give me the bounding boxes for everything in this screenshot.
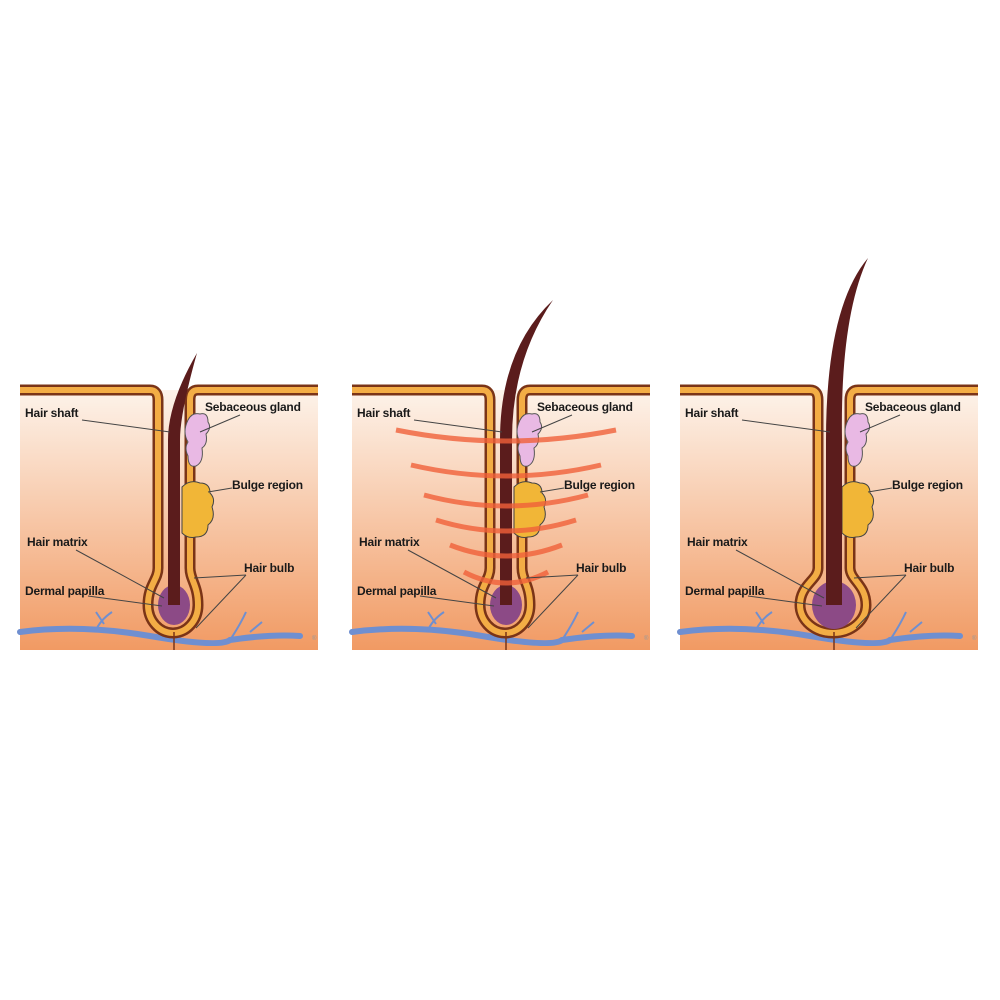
capillary	[94, 611, 263, 641]
leader-line	[407, 414, 579, 629]
label-bulge-region: Bulge region	[564, 478, 635, 492]
panel-2: ®	[349, 300, 650, 650]
label-hair-matrix: Hair matrix	[27, 535, 88, 549]
label-hair-shaft: Hair shaft	[25, 406, 79, 420]
blood-vessel	[17, 625, 303, 647]
registered-mark: ®	[972, 635, 977, 642]
heat-wave-5	[449, 542, 563, 559]
heat-wave-6	[462, 569, 550, 586]
leader-line	[735, 414, 907, 629]
heat-wave-2	[410, 462, 602, 479]
label-hair-bulb: Hair bulb	[904, 561, 955, 575]
bulge-region	[513, 481, 547, 538]
heat-wave-1	[395, 427, 617, 444]
label-sebaceous-gland: Sebaceous gland	[865, 400, 961, 414]
blood-vessel	[349, 625, 635, 647]
bulge-region	[841, 481, 875, 538]
label-sebaceous-gland: Sebaceous gland	[537, 400, 633, 414]
label-dermal-papilla: Dermal papilla	[25, 584, 105, 598]
panel-3: ®	[677, 258, 978, 650]
registered-mark: ®	[644, 635, 649, 642]
follicle-sheath	[20, 387, 318, 636]
bulge-region	[181, 481, 215, 538]
hair-shaft	[168, 353, 197, 605]
label-hair-bulb: Hair bulb	[576, 561, 627, 575]
label-dermal-papilla: Dermal papilla	[357, 584, 437, 598]
label-hair-bulb: Hair bulb	[244, 561, 295, 575]
hair-shaft	[500, 300, 553, 605]
capillary	[754, 611, 923, 641]
sebaceous-gland	[844, 413, 871, 467]
label-bulge-region: Bulge region	[232, 478, 303, 492]
heat-wave-3	[423, 492, 589, 509]
label-hair-shaft: Hair shaft	[685, 406, 739, 420]
panel-1: ®	[17, 353, 318, 650]
heat-wave-4	[435, 517, 577, 534]
label-sebaceous-gland: Sebaceous gland	[205, 400, 301, 414]
hair-shaft	[826, 258, 868, 605]
label-hair-shaft: Hair shaft	[357, 406, 411, 420]
blood-vessel	[677, 625, 963, 647]
sebaceous-gland	[184, 413, 211, 467]
capillary	[426, 611, 595, 641]
leader-line	[75, 414, 247, 629]
label-hair-matrix: Hair matrix	[687, 535, 748, 549]
label-dermal-papilla: Dermal papilla	[685, 584, 765, 598]
label-bulge-region: Bulge region	[892, 478, 963, 492]
follicle-sheath	[352, 387, 650, 636]
registered-mark: ®	[312, 635, 317, 642]
label-hair-matrix: Hair matrix	[359, 535, 420, 549]
